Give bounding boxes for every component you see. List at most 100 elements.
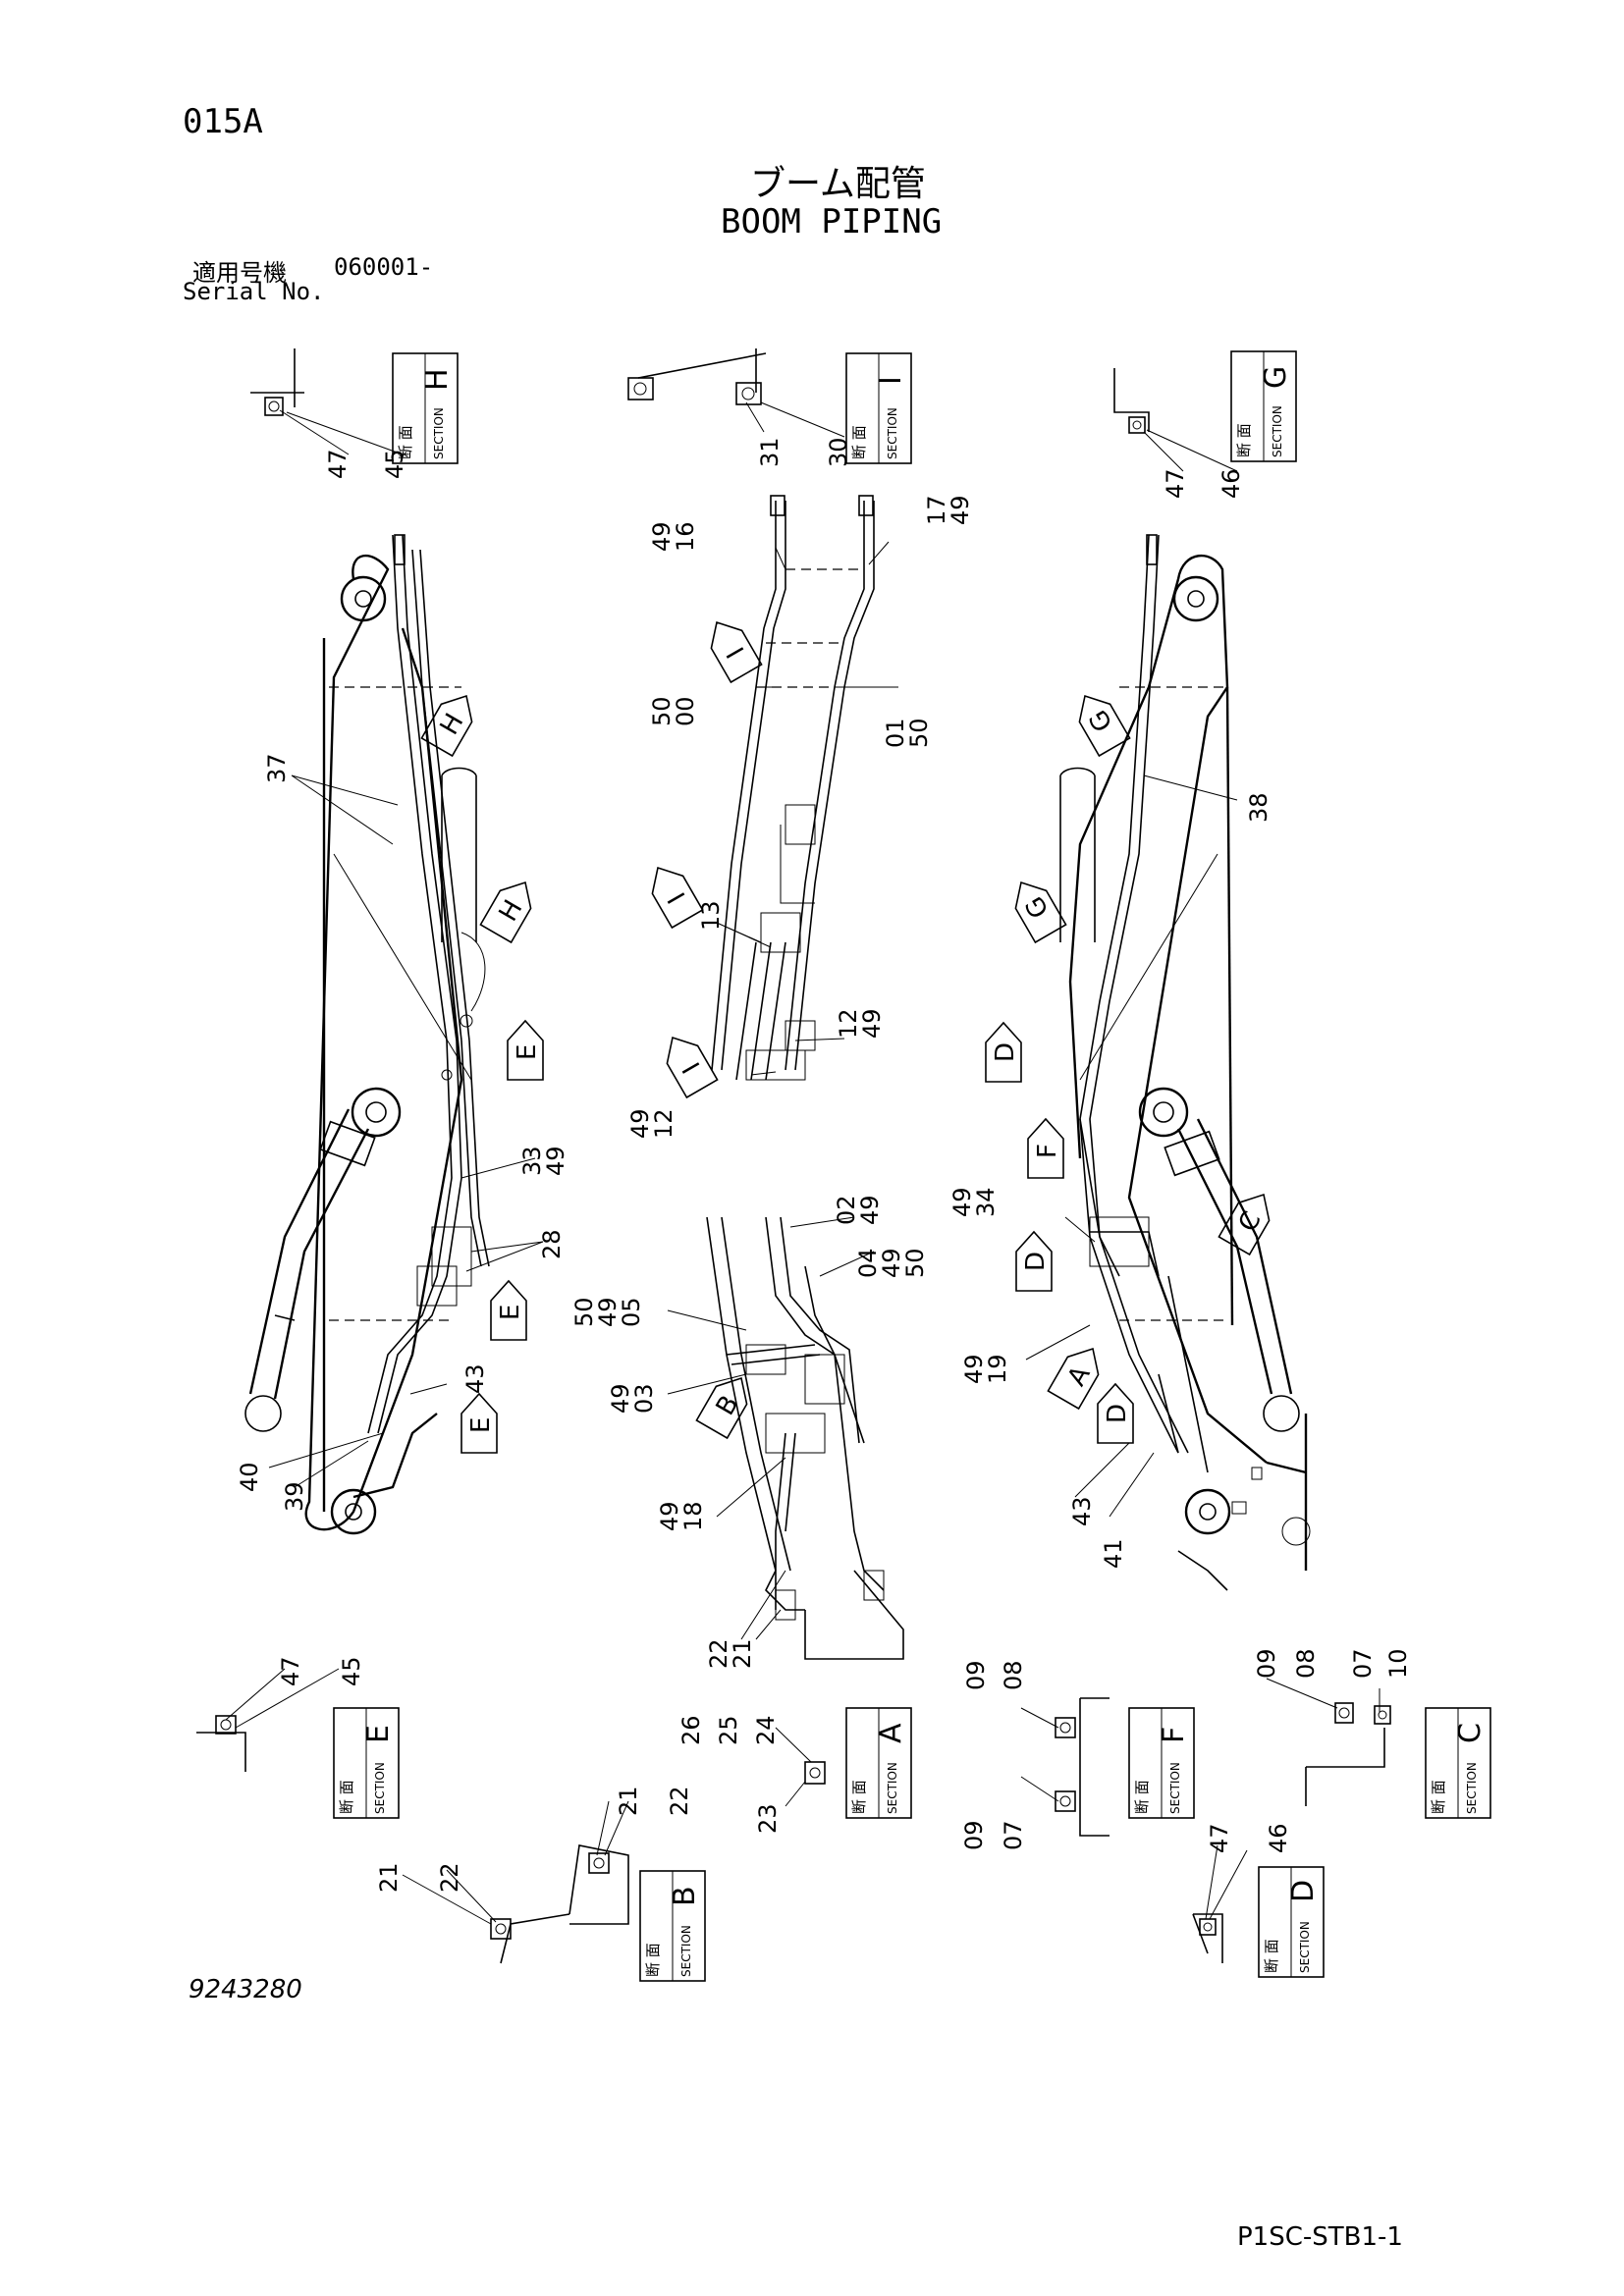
callout: 02 xyxy=(833,1195,860,1225)
callout: 37 xyxy=(263,753,291,783)
svg-text:B: B xyxy=(668,1886,702,1906)
callout: 10 xyxy=(1384,1648,1412,1679)
callout: 43 xyxy=(461,1363,489,1394)
svg-text:断 面: 断 面 xyxy=(338,1780,355,1814)
view-arrow-e-mid: E xyxy=(490,1279,527,1341)
callout: 49 xyxy=(607,1383,634,1414)
svg-text:C: C xyxy=(1453,1723,1488,1743)
svg-text:SECTION: SECTION xyxy=(679,1925,693,1977)
callout: 49 xyxy=(948,1187,976,1217)
callout: 45 xyxy=(338,1656,365,1686)
serial-label-japanese: 適用号機 xyxy=(192,259,287,287)
section-box-b: 断 面 SECTION B xyxy=(639,1870,706,1982)
callout: 50 xyxy=(905,718,933,748)
callout: 47 xyxy=(1162,468,1189,499)
svg-text:E: E xyxy=(496,1305,525,1320)
svg-text:SECTION: SECTION xyxy=(1271,405,1284,457)
callout: 41 xyxy=(1100,1538,1127,1569)
callout: 34 xyxy=(972,1187,1000,1217)
section-box-g: 断 面 SECTION G xyxy=(1230,350,1297,462)
svg-text:断 面: 断 面 xyxy=(1263,1939,1280,1973)
callout: 47 xyxy=(324,449,352,479)
svg-text:I: I xyxy=(677,1057,707,1079)
callout: 49 xyxy=(594,1297,622,1327)
title-japanese: ブーム配管 xyxy=(750,164,926,204)
svg-text:I: I xyxy=(722,642,751,664)
callout: 17 xyxy=(923,495,950,525)
view-arrow-f: F xyxy=(1027,1117,1064,1179)
callout: 21 xyxy=(615,1786,642,1816)
svg-text:F: F xyxy=(1033,1144,1062,1158)
callout: 46 xyxy=(1265,1823,1292,1853)
view-arrow-g-upper: G xyxy=(1078,694,1131,758)
svg-text:断 面: 断 面 xyxy=(397,425,414,459)
svg-text:D: D xyxy=(1021,1252,1051,1271)
callout: 13 xyxy=(697,900,725,931)
callout: 07 xyxy=(1000,1820,1027,1850)
svg-text:断 面: 断 面 xyxy=(850,1780,868,1814)
view-arrow-i-top: I xyxy=(710,620,763,684)
callout: 47 xyxy=(1206,1823,1233,1853)
left-boom-assembly xyxy=(244,534,490,1535)
svg-text:SECTION: SECTION xyxy=(373,1762,387,1814)
callout: 49 xyxy=(656,1501,683,1531)
section-boxes: 断 面 SECTION H 断 面 SECTION I 断 面 SECTION … xyxy=(333,350,1491,1982)
callout: 12 xyxy=(835,1008,862,1039)
callout: 50 xyxy=(901,1248,929,1278)
svg-text:SECTION: SECTION xyxy=(1168,1762,1182,1814)
callout: 22 xyxy=(436,1862,463,1893)
view-arrow-g-lower: G xyxy=(1014,881,1067,944)
view-arrow-e-upper: E xyxy=(507,1019,544,1081)
sheet-code: P1SC-STB1-1 xyxy=(1237,2222,1403,2252)
callout: 22 xyxy=(705,1638,732,1669)
view-arrow-d-upper: D xyxy=(985,1021,1022,1083)
callout: 24 xyxy=(752,1715,780,1745)
svg-text:D: D xyxy=(1103,1404,1132,1423)
leader-lines xyxy=(225,401,1380,1925)
callout: 09 xyxy=(1253,1648,1280,1679)
callout: 43 xyxy=(1068,1496,1096,1526)
callout: 04 xyxy=(854,1248,882,1278)
svg-text:E: E xyxy=(361,1725,396,1743)
svg-text:SECTION: SECTION xyxy=(1465,1762,1479,1814)
callout: 28 xyxy=(538,1229,566,1259)
callout: 21 xyxy=(729,1638,756,1669)
callout: 33 xyxy=(518,1146,546,1176)
callout: 47 xyxy=(277,1656,304,1686)
callout: 22 xyxy=(666,1786,693,1816)
view-arrow-h-lower: H xyxy=(479,881,532,944)
callout: 49 xyxy=(960,1354,988,1384)
callout: 49 xyxy=(878,1248,905,1278)
svg-text:H: H xyxy=(420,368,455,391)
section-detail-sketches xyxy=(196,348,1391,1964)
callout: 49 xyxy=(947,495,974,525)
callout: 26 xyxy=(677,1715,705,1745)
view-arrow-d-mid: D xyxy=(1015,1230,1053,1292)
callout: 05 xyxy=(618,1297,645,1327)
svg-text:断 面: 断 面 xyxy=(850,425,868,459)
section-box-i: 断 面 SECTION I xyxy=(845,352,912,464)
callout-numbers: 47 45 31 30 47 46 49 16 17 49 37 50 00 0… xyxy=(236,437,1412,1893)
title-english: BOOM PIPING xyxy=(721,202,943,241)
callout: 19 xyxy=(984,1354,1011,1384)
callout: 21 xyxy=(375,1862,403,1893)
callout: 01 xyxy=(882,718,909,748)
right-boom-assembly xyxy=(1059,534,1311,1591)
callout: 18 xyxy=(679,1501,707,1531)
page-code: 015A xyxy=(183,102,263,141)
callout: 50 xyxy=(648,696,676,726)
svg-text:D: D xyxy=(991,1042,1020,1062)
svg-text:F: F xyxy=(1157,1727,1191,1743)
svg-text:SECTION: SECTION xyxy=(1298,1921,1312,1973)
svg-text:断 面: 断 面 xyxy=(644,1943,662,1977)
svg-text:E: E xyxy=(513,1044,542,1060)
callout: 09 xyxy=(960,1820,988,1850)
section-box-d: 断 面 SECTION D xyxy=(1258,1866,1325,1978)
svg-text:D: D xyxy=(1286,1880,1321,1902)
callout: 25 xyxy=(715,1715,742,1745)
section-box-h: 断 面 SECTION H xyxy=(392,352,459,464)
view-arrow-d-lower: D xyxy=(1097,1382,1134,1444)
svg-text:I: I xyxy=(663,887,692,909)
svg-text:断 面: 断 面 xyxy=(1430,1780,1447,1814)
